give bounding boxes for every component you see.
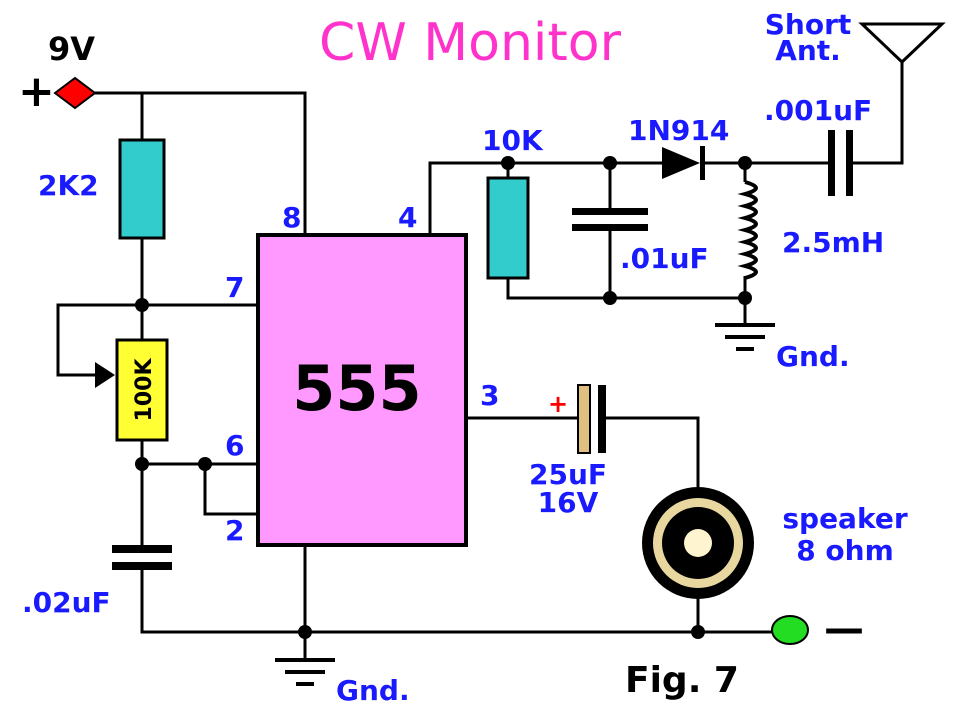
- wire-cap-speaker: [606, 416, 700, 495]
- cap-plus-sign: +: [548, 390, 568, 418]
- pot-label: 100K: [132, 358, 157, 422]
- diode-1n914: 1N914: [628, 114, 729, 180]
- cap-plate-top: [572, 208, 648, 215]
- ground-icon: [275, 658, 335, 686]
- pin-4-label: 4: [398, 201, 417, 234]
- resistor-2k2-label: 2K2: [38, 169, 99, 202]
- figure-label: Fig. 7: [625, 660, 739, 701]
- electrolytic-plate-positive: [577, 384, 591, 454]
- antenna-label-line2: Ant.: [775, 34, 841, 67]
- wire-r2-bottom: [506, 278, 745, 300]
- speaker-label-line2: 8 ohm: [796, 534, 894, 567]
- electrolytic-plate-negative: [598, 385, 606, 453]
- capacitor-02uf: .02uF: [22, 545, 172, 619]
- minus-sign: —: [824, 606, 864, 652]
- supply-voltage-label: 9V: [48, 30, 95, 68]
- capacitor-25uf-label-line1: 25uF: [529, 458, 607, 491]
- diode-icon: [662, 147, 700, 179]
- plus-sign: +: [18, 66, 55, 117]
- wire-pot-wiper: [56, 303, 142, 377]
- wire-pin4: [428, 161, 662, 235]
- speaker-dust-cap: [684, 529, 712, 557]
- junction-dot: [603, 291, 617, 305]
- cap-plate-left: [828, 130, 835, 196]
- potentiometer-100k: 100K: [95, 338, 169, 442]
- ic-555: 555 8 4 7 6 2 3: [225, 201, 499, 547]
- ground-top: Gnd.: [715, 323, 850, 373]
- pin-3-label: 3: [480, 379, 499, 412]
- capacitor-01uf-label: .01uF: [620, 242, 709, 275]
- pin-2-label: 2: [225, 514, 244, 547]
- pot-wiper-arrow-icon: [95, 362, 115, 388]
- junction-dot: [501, 156, 515, 170]
- capacitor-25uf-label-line2: 16V: [538, 486, 599, 519]
- wire-supply-pin8: [92, 91, 307, 235]
- speaker: speaker 8 ohm: [642, 487, 908, 599]
- resistor-10k-label: 10K: [482, 124, 544, 157]
- antenna-icon: [858, 22, 946, 65]
- capacitor-001uf-label: .001uF: [764, 94, 872, 127]
- speaker-label-line1: speaker: [782, 502, 907, 535]
- diode-label: 1N914: [628, 114, 729, 147]
- capacitor-01uf: .01uF: [572, 208, 709, 275]
- pin-6-label: 6: [225, 429, 244, 462]
- capacitor-25uf: + 25uF 16V: [529, 384, 607, 519]
- wire-ground-bus: [140, 570, 782, 634]
- ground-bottom-label: Gnd.: [336, 674, 410, 707]
- junction-dot: [198, 457, 212, 471]
- cap-plate-top: [112, 545, 172, 553]
- resistor-body: [118, 138, 166, 240]
- junction-dot: [603, 156, 617, 170]
- ground-icon: [715, 323, 775, 351]
- wire-cap-antenna: [850, 60, 904, 165]
- inductor-25mh: 2.5mH: [737, 180, 884, 280]
- cap-plate-bottom: [572, 224, 648, 231]
- wire-pin2: [203, 464, 258, 516]
- antenna: Short Ant.: [765, 8, 946, 67]
- junction-dot: [298, 625, 312, 639]
- cap-plate-bottom: [112, 562, 172, 570]
- junction-dot: [738, 291, 752, 305]
- junctions: [135, 156, 752, 639]
- ic-body: [256, 233, 468, 547]
- inductor-label: 2.5mH: [782, 226, 884, 259]
- pot-body: [115, 338, 169, 442]
- resistor-body: [486, 176, 530, 280]
- ground-top-label: Gnd.: [776, 340, 850, 373]
- junction-dot: [738, 156, 752, 170]
- diagram-title: CW Monitor: [319, 13, 622, 73]
- inductor-coil-icon: [737, 180, 758, 280]
- resistor-2k2: 2K2: [38, 138, 166, 240]
- junction-dot: [135, 298, 149, 312]
- pin-7-label: 7: [225, 271, 244, 304]
- antenna-label-line1: Short: [765, 8, 852, 41]
- ground-bottom: Gnd.: [275, 658, 410, 707]
- terminal-plus-icon: [53, 76, 97, 110]
- junction-dot: [691, 625, 705, 639]
- positive-terminal: 9V +: [18, 30, 97, 117]
- negative-terminal: —: [771, 606, 864, 652]
- resistor-10k: 10K: [482, 124, 544, 280]
- ic-name: 555: [292, 352, 421, 425]
- pin-8-label: 8: [282, 201, 301, 234]
- diode-cathode-bar: [700, 146, 705, 180]
- cap-plate-right: [846, 130, 853, 196]
- capacitor-02uf-label: .02uF: [22, 586, 111, 619]
- capacitor-001uf: .001uF: [764, 94, 872, 196]
- terminal-minus-icon: [771, 615, 809, 645]
- junction-dot: [135, 457, 149, 471]
